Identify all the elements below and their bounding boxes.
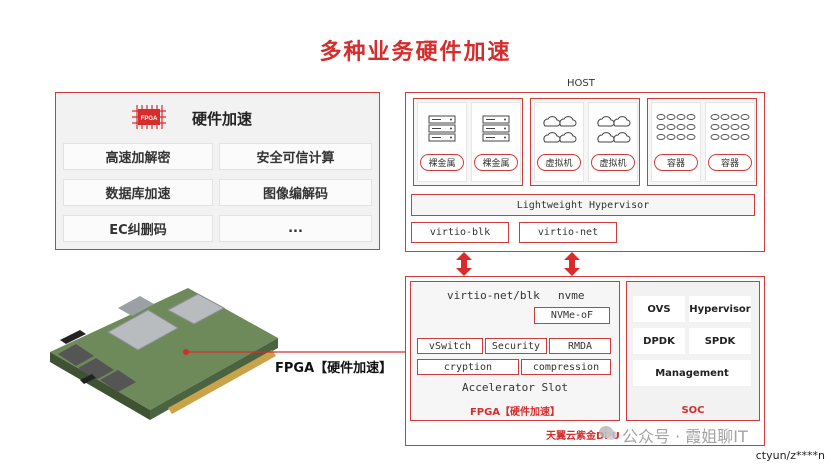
lightweight-hypervisor: Lightweight Hypervisor — [411, 194, 755, 216]
virtio-blk-driver: virtio-blk — [411, 222, 509, 243]
nvme-of-module: NVMe-oF — [534, 307, 610, 324]
management-module: Management — [633, 360, 751, 386]
cryption-module: cryption — [417, 359, 519, 375]
bare-metal-tag: 裸金属 — [474, 154, 518, 171]
virtio-net-driver: virtio-net — [519, 222, 617, 243]
hw-panel-header: 硬件加速 — [192, 108, 252, 129]
container-icon — [655, 112, 697, 142]
hw-item-trusted-computing: 安全可信计算 — [219, 143, 372, 170]
hw-item-image-codec: 图像编解码 — [219, 179, 372, 206]
bidirectional-arrow-icon — [455, 252, 473, 276]
container-tag: 容器 — [708, 154, 752, 171]
fpga-block-footer: FPGA【硬件加速】 — [412, 402, 618, 418]
host-label: HOST — [567, 78, 595, 89]
bare-metal-tag: 裸金属 — [420, 154, 464, 171]
server-icon — [481, 114, 511, 144]
watermark: 公众号 · 霞姐聊IT — [622, 423, 748, 447]
virtio-net-blk-label: virtio-net/blk — [447, 289, 540, 302]
vm-tag: 虚拟机 — [537, 154, 581, 171]
rmda-module: RMDA — [549, 338, 611, 354]
chip-label: FPGA — [141, 116, 158, 122]
vm-tag: 虚拟机 — [591, 154, 635, 171]
page-title: 多种业务硬件加速 — [0, 34, 831, 66]
vm-icon — [595, 112, 631, 146]
vswitch-module: vSwitch — [417, 338, 483, 354]
dpdk-module: DPDK — [633, 328, 685, 354]
compression-module: compression — [521, 359, 611, 375]
hw-item-more: ... — [219, 215, 372, 242]
nvme-label: nvme — [558, 289, 585, 302]
footer-credit: ctyun/z****n — [756, 449, 825, 462]
fpga-chip-icon: FPGA — [131, 103, 167, 131]
soc-block-footer: SOC — [626, 402, 760, 418]
hw-item-database: 数据库加速 — [63, 179, 213, 206]
container-icon — [709, 112, 751, 142]
ovs-module: OVS — [633, 296, 685, 322]
wechat-icon — [598, 424, 618, 442]
bidirectional-arrow-icon — [563, 252, 581, 276]
security-module: Security — [485, 338, 547, 354]
vm-icon — [541, 112, 577, 146]
container-tag: 容器 — [654, 154, 698, 171]
hw-item-encryption: 高速加解密 — [63, 143, 213, 170]
hw-item-erasure-code: EC纠删码 — [63, 215, 213, 242]
hypervisor-module: Hypervisor — [689, 296, 751, 322]
card-label: FPGA【硬件加速】 — [275, 357, 392, 376]
server-icon — [427, 114, 457, 144]
spdk-module: SPDK — [689, 328, 751, 354]
accelerator-slot-label: Accelerator Slot — [412, 381, 618, 394]
